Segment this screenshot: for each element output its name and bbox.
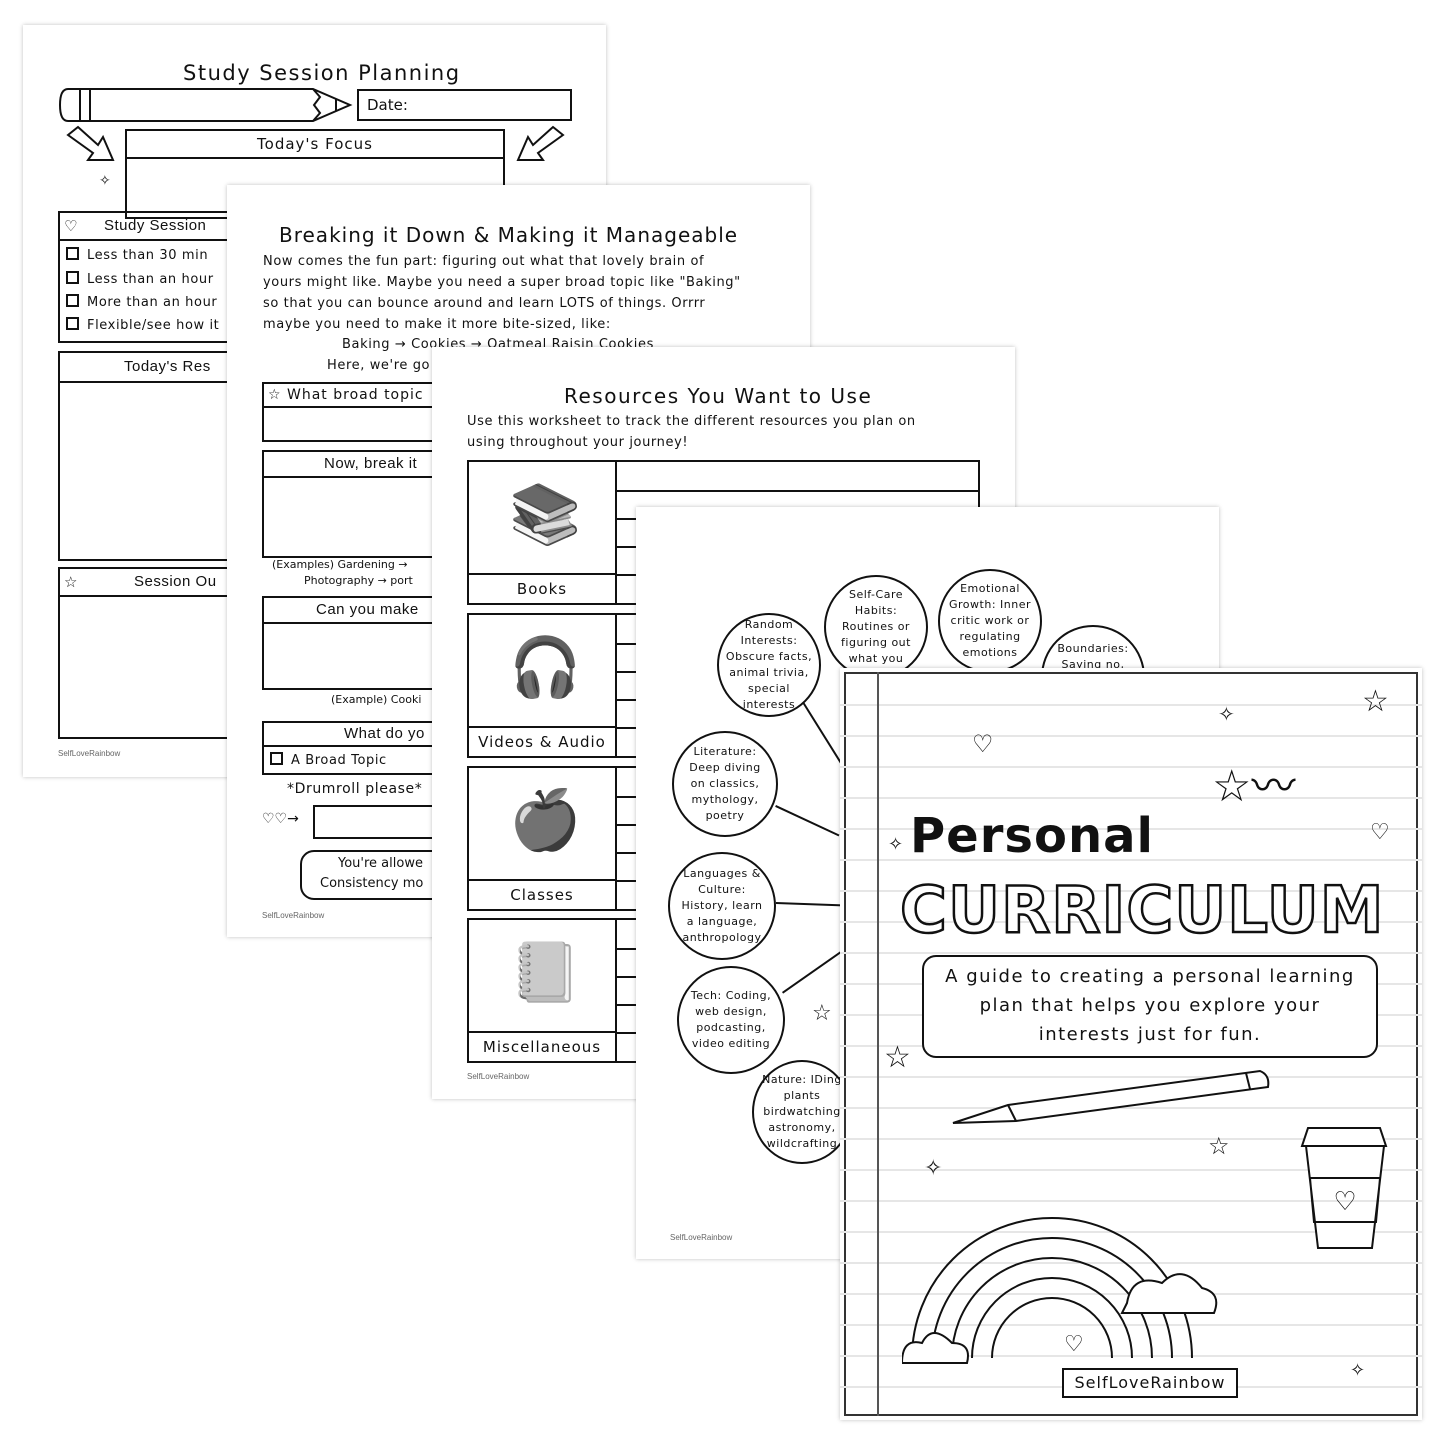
brand-label: SelfLoveRainbow	[1062, 1368, 1238, 1398]
footer-brand: SelfLoveRainbow	[262, 911, 325, 920]
bubble-nature: Nature: IDing plants birdwatching astron…	[752, 1060, 852, 1164]
heart-icon: ♡	[1370, 820, 1390, 845]
outcome-header: Session Ou	[134, 573, 217, 590]
intro-text: Now comes the fun part: figuring out wha…	[263, 254, 741, 332]
pencil-icon	[58, 88, 353, 122]
option-item[interactable]: More than an hour	[66, 292, 217, 313]
page-title: Resources You Want to Use	[564, 384, 873, 408]
category-icon: 🎧	[509, 633, 582, 701]
footer-brand: SelfLoveRainbow	[58, 749, 121, 758]
category-icon: 📚	[509, 480, 582, 548]
category-icon: 📒	[509, 938, 582, 1006]
rainbow-icon	[902, 1217, 1218, 1364]
pencil-icon	[952, 1069, 1270, 1124]
star-icon: ☆	[1362, 684, 1389, 719]
here-text: Here, we're go	[327, 358, 431, 373]
margin-line	[877, 672, 879, 1416]
sparkle-icon: ✧	[1218, 702, 1235, 726]
cover-subtitle-box: A guide to creating a personal learning …	[922, 955, 1378, 1058]
broad-topic-option[interactable]: A Broad Topic	[270, 750, 387, 771]
cover-page: ♡ ✧ ☆ ☆〰 ♡ ✧ Personal CURRICULUM A guide…	[840, 668, 1422, 1420]
drumroll-text: *Drumroll please*	[287, 781, 423, 797]
arrow-icon	[516, 125, 565, 161]
option-item[interactable]: Less than 30 min	[66, 245, 208, 266]
svg-text:♡: ♡	[1333, 1187, 1356, 1217]
heart-icon: ♡	[1064, 1332, 1084, 1357]
examples-text: Photography → port	[304, 574, 413, 587]
what-do-you-header: What do yo	[264, 723, 560, 747]
footer-brand: SelfLoveRainbow	[670, 1233, 733, 1242]
star-icon: ☆	[812, 1001, 832, 1026]
category-label: Classes	[469, 879, 615, 909]
page-title: Breaking it Down & Making it Manageable	[279, 223, 739, 247]
category-icon: 🍎	[509, 786, 582, 854]
category-label: Miscellaneous	[469, 1031, 615, 1061]
star-icon: ☆	[64, 573, 79, 591]
bubble-random-interests: Random Interests: Obscure facts, animal …	[717, 613, 821, 717]
resources-header: Today's Res	[60, 353, 356, 383]
page-title: Study Session Planning	[183, 61, 461, 85]
arrow-icon	[66, 125, 115, 161]
intro-text: Use this worksheet to track the differen…	[467, 414, 916, 450]
category-label: Books	[469, 573, 615, 603]
sparkle-icon: ✧	[924, 1156, 943, 1181]
sparkle-icon: ✧	[1350, 1360, 1366, 1381]
study-session-box: ♡ Study Session Less than 30 min Less tha…	[58, 211, 358, 343]
heart-icon: ♡	[64, 217, 79, 235]
bubble-emotional-growth: Emotional Growth: Inner critic work or r…	[938, 569, 1042, 673]
sparkle-icon: ✧	[888, 834, 904, 855]
star-icon: ☆	[884, 1040, 911, 1075]
what-do-you-box: What do yo A Broad Topic	[262, 721, 562, 775]
broad-topic-box[interactable]: ☆ What broad topic	[262, 382, 562, 442]
examples-text: (Examples) Gardening →	[272, 558, 408, 571]
category-label: Videos & Audio	[469, 726, 615, 756]
sparkle-icon: ✧	[99, 173, 111, 189]
bubble-literature: Literature: Deep diving on classics, myt…	[672, 731, 778, 837]
option-item[interactable]: Less than an hour	[66, 269, 214, 290]
bubble-tech: Tech: Coding, web design, podcasting, vi…	[677, 966, 785, 1074]
make-smaller-header: Can you make	[264, 598, 560, 624]
option-item[interactable]: Flexible/see how it	[66, 315, 219, 336]
shooting-star-icon: ☆〰	[1212, 761, 1296, 812]
star-icon: ☆	[1208, 1132, 1230, 1160]
break-it-down-header: Now, break it	[264, 452, 560, 478]
heart-icon: ♡	[972, 730, 994, 758]
cover-title-personal: Personal	[910, 808, 1154, 864]
date-field[interactable]: Date:	[357, 89, 572, 121]
bubble-languages-culture: Languages & Culture: History, learn a la…	[668, 852, 776, 960]
coffee-cup-icon: ♡	[1300, 1127, 1388, 1249]
cover-title-curriculum: CURRICULUM	[899, 873, 1385, 950]
example-text: (Example) Cooki	[331, 693, 422, 706]
hearts-icon: ♡♡→	[262, 811, 299, 827]
footer-brand: SelfLoveRainbow	[467, 1072, 530, 1081]
session-header: Study Session	[104, 217, 207, 234]
bubble-self-care: Self-Care Habits: Routines or figuring o…	[824, 575, 928, 679]
